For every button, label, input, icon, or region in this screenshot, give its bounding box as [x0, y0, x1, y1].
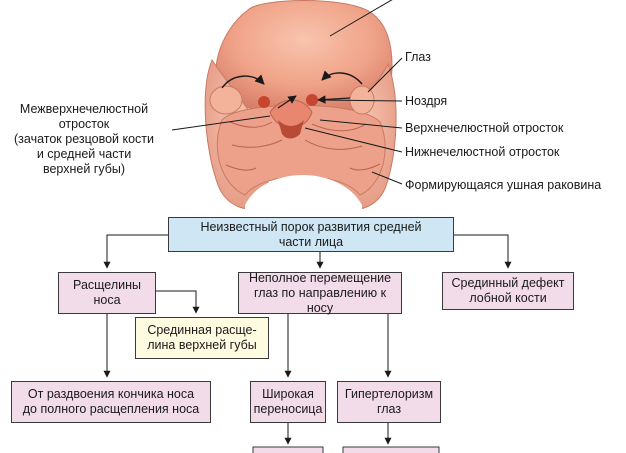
box-nose-cleft: Расщелины носа — [58, 272, 156, 314]
box-nose-split-range: От раздвоения кончика носа до полного ра… — [11, 381, 211, 423]
box-frontal-bone-defect: Срединный дефект лобной кости — [442, 272, 574, 310]
right-migration-arrow — [321, 70, 363, 85]
left-eye-bulge — [209, 85, 243, 115]
label-intermaxillary-line-5: верхней губы) — [42, 162, 126, 176]
right-nostril — [306, 94, 318, 106]
box-median-lip-cleft: Срединная расще- лина верхней губы — [135, 317, 269, 359]
embryo-face-illustration — [204, 0, 397, 215]
cutoff-box-right — [342, 446, 440, 453]
flow-connectors — [103, 234, 512, 445]
label-intermaxillary-line-3: (зачаток резцовой кости — [14, 132, 154, 146]
label-eye: Глаз — [405, 50, 431, 64]
mandibular-region — [216, 104, 386, 196]
left-nostril — [258, 96, 270, 108]
label-intermaxillary-process: Межверхнечелюстной отросток (зачаток рез… — [0, 102, 168, 177]
label-mandibular-process: Нижнечелюстной отросток — [405, 145, 560, 159]
leader-lines — [171, 0, 403, 185]
box-wide-nasal-bridge: Широкая переносица — [250, 381, 326, 423]
left-migration-arrow — [221, 74, 265, 89]
box-hypertelorism: Гипертелоризм глаз — [337, 381, 441, 423]
label-forming-ear: Формирующаяся ушная раковина — [405, 178, 602, 192]
label-maxillary-process: Верхнечелюстной отросток — [405, 121, 564, 135]
label-nostril: Ноздря — [405, 94, 448, 108]
cutoff-box-left — [252, 446, 324, 453]
box-incomplete-eye-migration: Неполное перемещение глаз по направлению… — [238, 271, 402, 315]
label-intermaxillary-line-1: Межверхнечелюстной — [19, 102, 149, 116]
box-midface-malformation: Неизвестный порок развития средней части… — [168, 217, 454, 252]
label-intermaxillary-line-2: отросток — [58, 117, 110, 131]
label-intermaxillary-line-4: и средней части — [36, 147, 132, 161]
